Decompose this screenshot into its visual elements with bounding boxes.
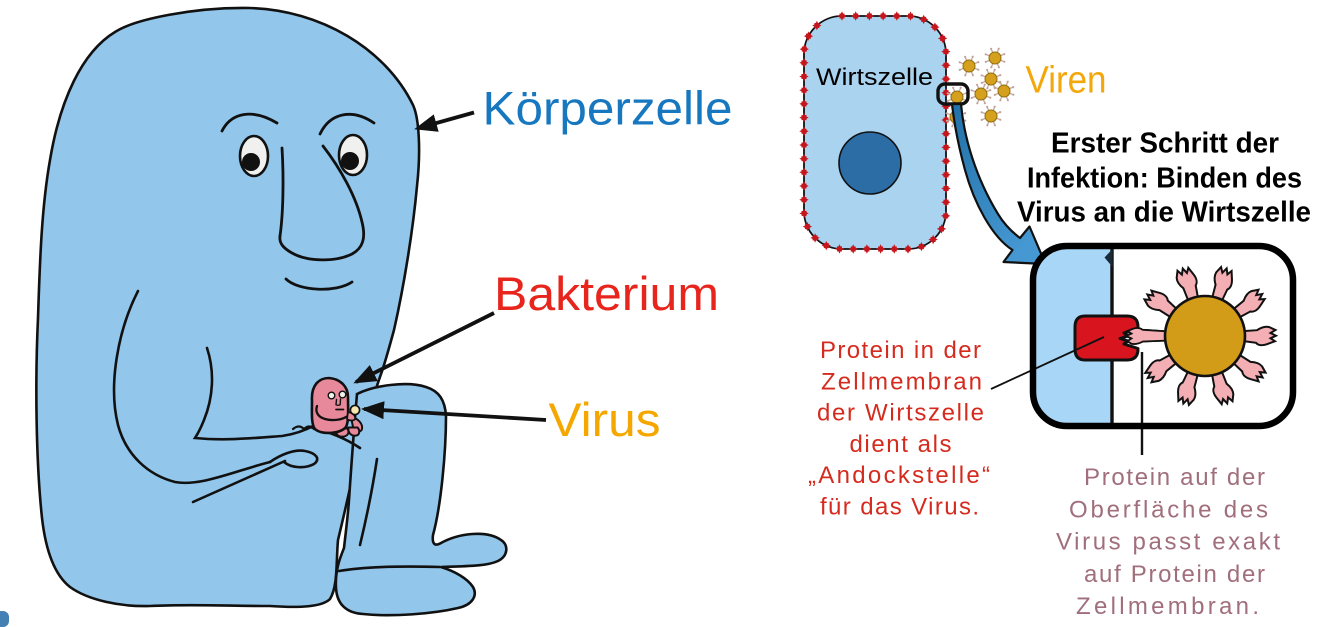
svg-text:Protein auf der: Protein auf der	[1084, 464, 1265, 491]
svg-text:Oberfläche des: Oberfläche des	[1069, 497, 1268, 524]
svg-text:Körperzelle: Körperzelle	[483, 81, 733, 134]
svg-text:„Andockstelle“: „Andockstelle“	[808, 462, 990, 489]
svg-text:Virus passt exakt: Virus passt exakt	[1056, 529, 1280, 556]
svg-text:Virus an die Wirtszelle: Virus an die Wirtszelle	[1017, 196, 1311, 228]
svg-text:Viren: Viren	[1026, 60, 1107, 102]
svg-text:der Wirtszelle: der Wirtszelle	[817, 399, 984, 426]
svg-text:Infektion: Binden des: Infektion: Binden des	[1027, 162, 1302, 194]
svg-text:dient als: dient als	[850, 431, 952, 458]
svg-text:Zellmembran: Zellmembran	[821, 368, 982, 395]
svg-text:Virus: Virus	[549, 393, 661, 446]
svg-text:Wirtszelle: Wirtszelle	[816, 64, 933, 91]
svg-text:Protein in der: Protein in der	[820, 337, 981, 364]
svg-text:Zellmembran.: Zellmembran.	[1076, 593, 1259, 620]
svg-text:Bakterium: Bakterium	[494, 267, 719, 320]
svg-text:auf Protein der: auf Protein der	[1084, 561, 1265, 588]
svg-text:für das Virus.: für das Virus.	[820, 494, 979, 521]
svg-text:Erster Schritt der: Erster Schritt der	[1051, 127, 1279, 159]
